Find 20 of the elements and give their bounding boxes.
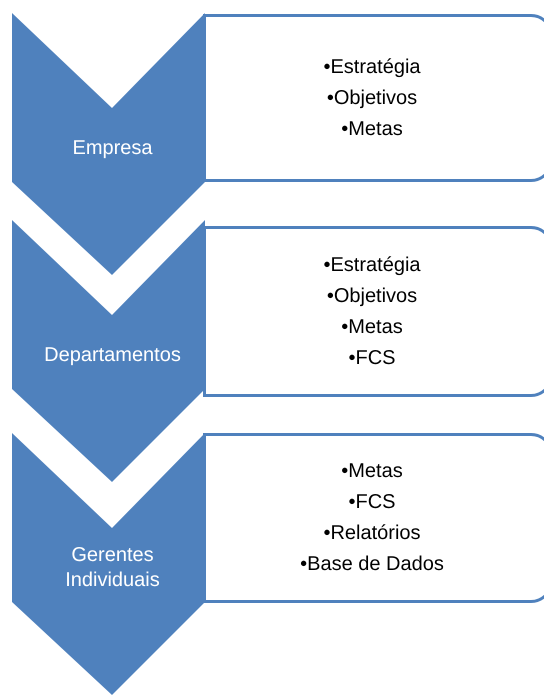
list-item: •Objetivos bbox=[326, 284, 418, 308]
list-item: •Objetivos bbox=[326, 86, 418, 110]
list-item: •Estratégia bbox=[323, 252, 421, 278]
stage-label: Gerentes Individuais bbox=[64, 543, 161, 593]
chevron-shape bbox=[12, 220, 205, 482]
content-box bbox=[203, 14, 544, 182]
chevron-shape bbox=[12, 433, 205, 695]
list-item: •Base de Dados bbox=[300, 552, 444, 577]
list-item: •Relatórios bbox=[323, 521, 421, 546]
content-box bbox=[203, 226, 544, 397]
list-item: •FCS bbox=[348, 346, 396, 370]
list-item: •Metas bbox=[341, 116, 403, 142]
list-item: •Metas bbox=[341, 314, 403, 340]
list-item: •FCS bbox=[348, 490, 396, 515]
stage-label: Empresa bbox=[72, 136, 153, 160]
list-item: •Metas bbox=[341, 459, 403, 484]
stage-label: Departamentos bbox=[44, 342, 181, 368]
list-item: •Estratégia bbox=[323, 54, 421, 80]
content-box bbox=[203, 433, 544, 603]
chevron-shape bbox=[12, 13, 205, 275]
